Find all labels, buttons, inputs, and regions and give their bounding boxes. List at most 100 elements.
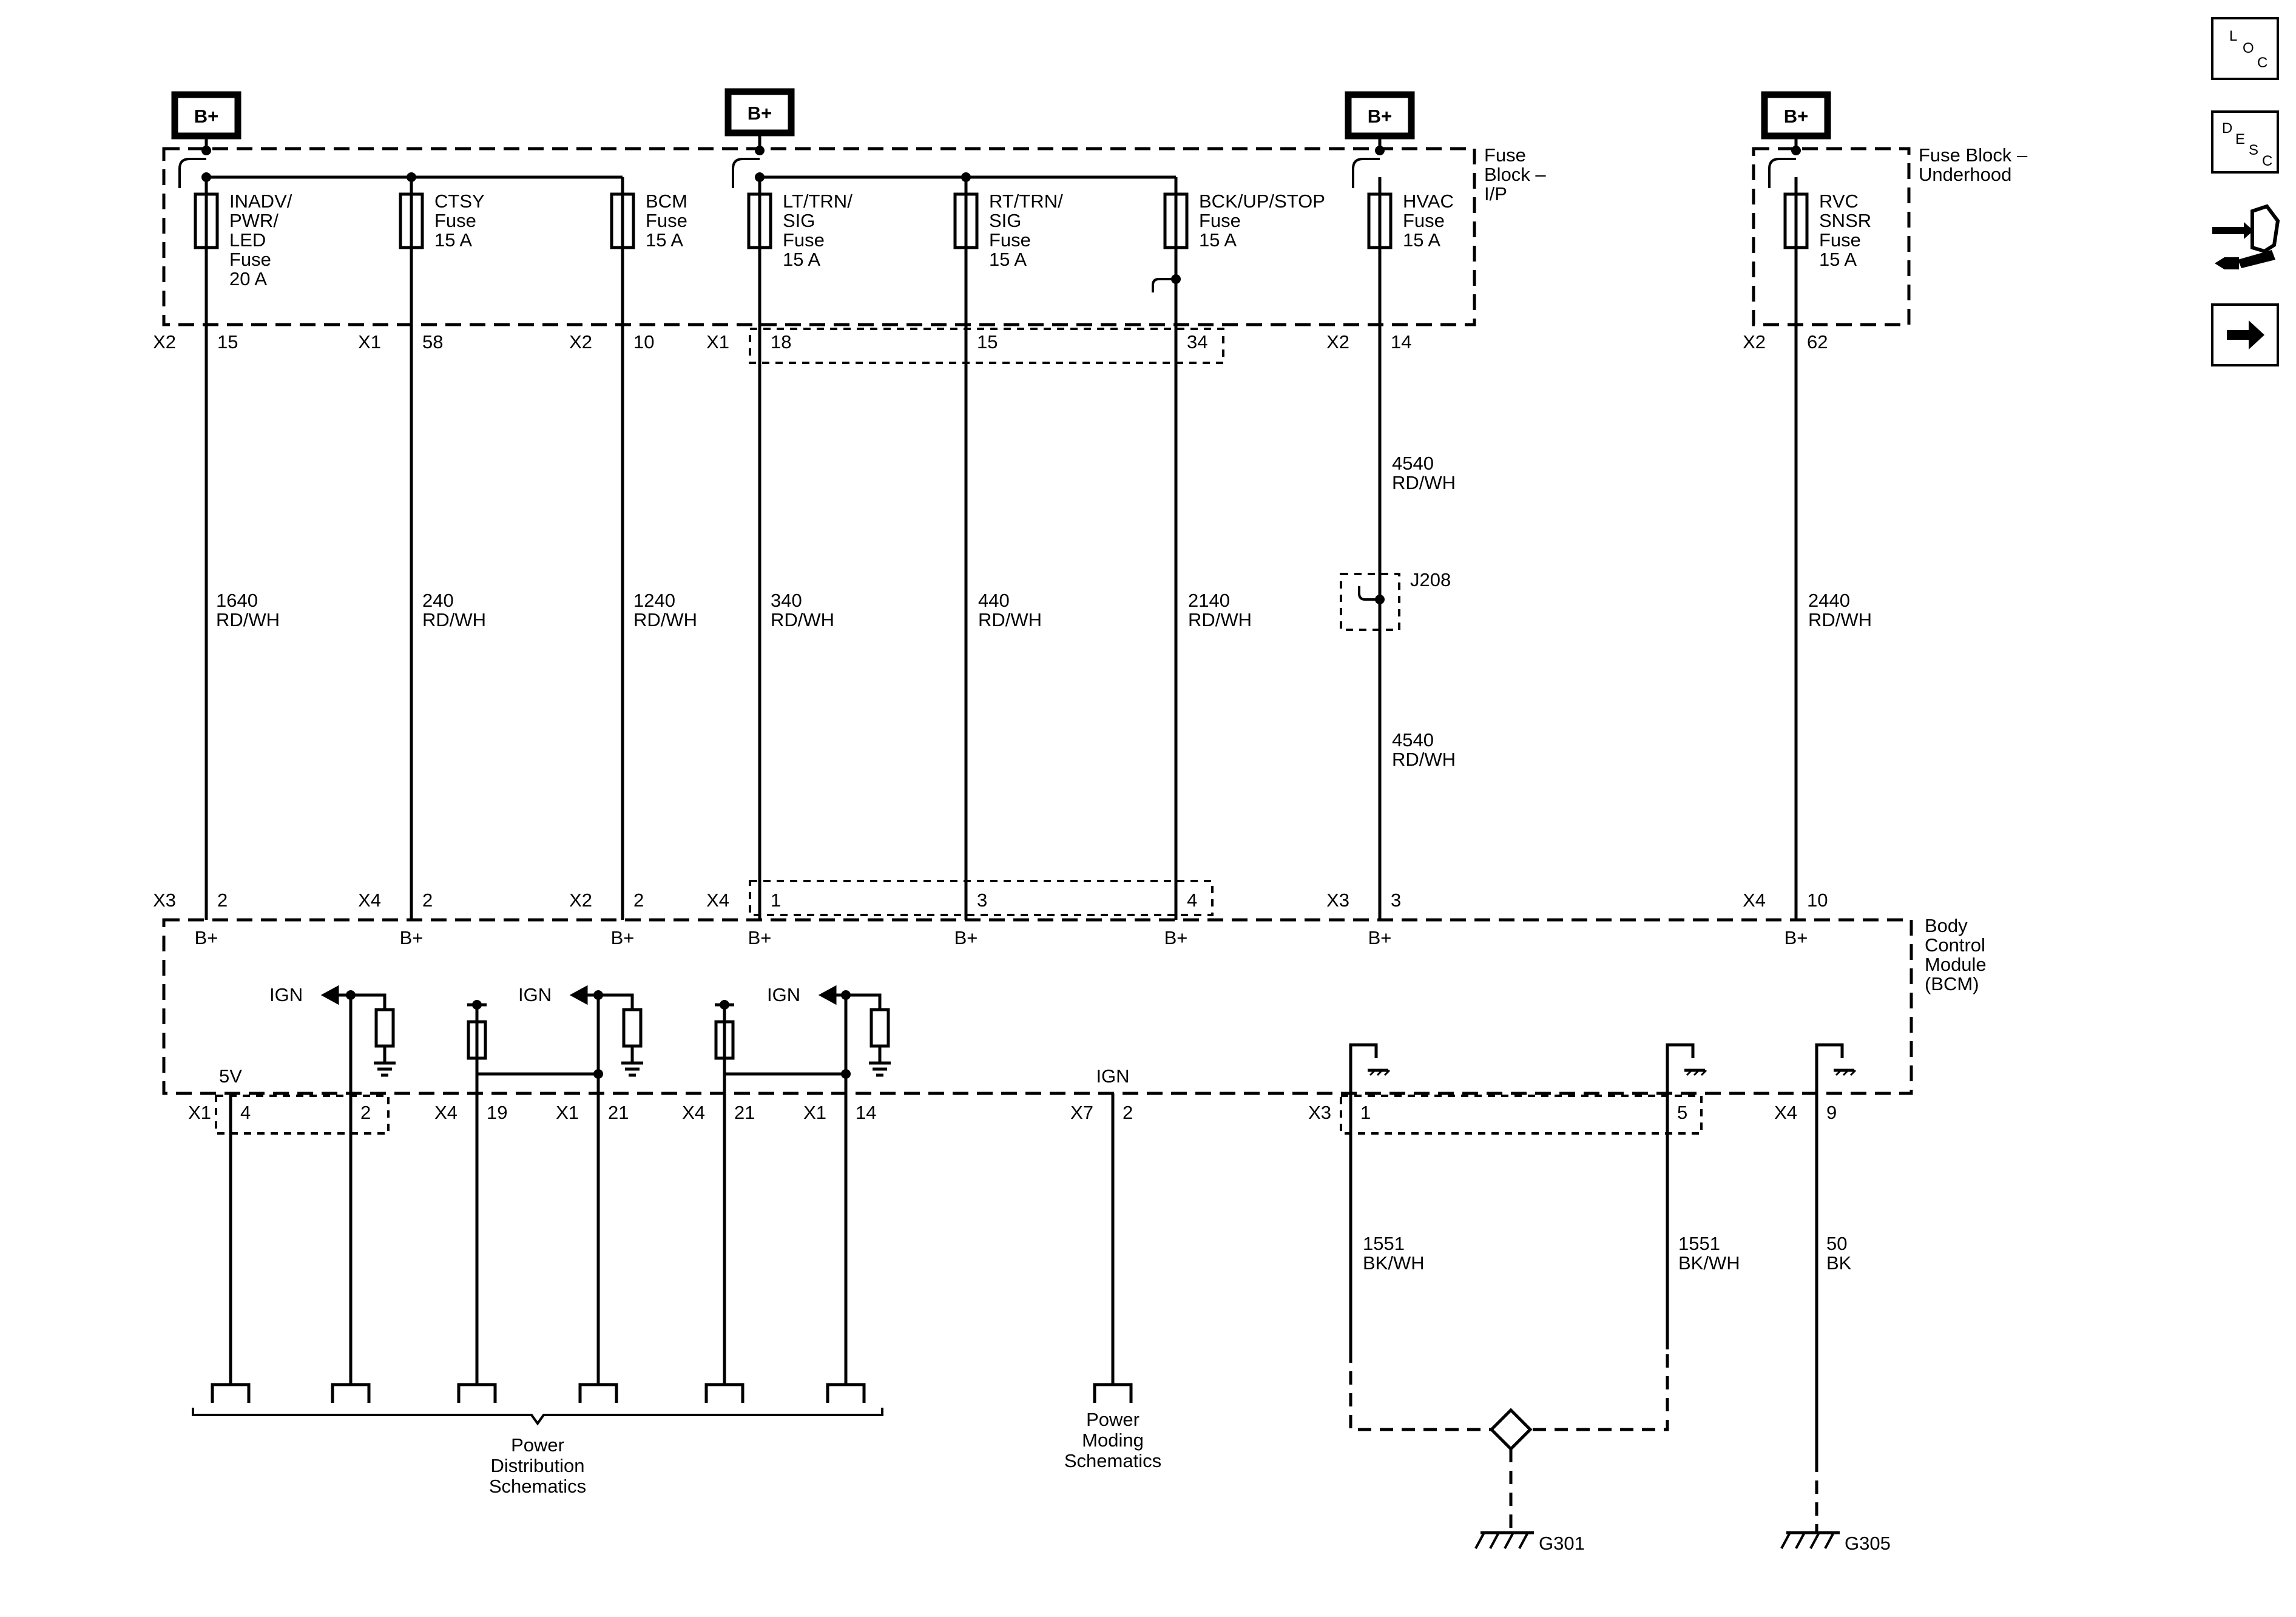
fuse-block-underhood	[1752, 147, 1911, 326]
splice-label: J208	[1410, 569, 1451, 590]
fuse-label: BCK/UP/STOP	[1199, 191, 1325, 212]
connector-group	[1340, 1095, 1703, 1135]
resistor-symbol	[622, 1008, 643, 1048]
fuse-label: RT/TRN/	[989, 191, 1063, 212]
ground-symbol-stroke	[1780, 1532, 1791, 1549]
next-button[interactable]	[2211, 303, 2279, 366]
bcm-output-connector: X4	[434, 1102, 458, 1123]
fuse-pin-label: 15	[977, 331, 998, 353]
fuse-label: SIG	[783, 210, 815, 231]
fuse-label: 15 A	[1199, 229, 1237, 251]
fuse-label: 15 A	[434, 229, 472, 251]
ground-symbol-stroke	[1824, 1532, 1835, 1549]
chassis-ground-stroke	[1842, 1069, 1849, 1076]
wire-color-label: RD/WH	[216, 609, 280, 630]
internal-ground-wire	[1666, 1043, 1695, 1093]
bcm-junction	[593, 1069, 603, 1079]
terminal-hook	[1352, 158, 1380, 188]
ground-symbol-stroke	[1504, 1532, 1514, 1549]
bcm-output-pin: 21	[734, 1102, 755, 1123]
connector-tools-icon	[2212, 204, 2280, 269]
terminal-hook	[732, 158, 760, 188]
bcm-output-pin: 9	[1826, 1102, 1837, 1123]
wire-circuit-label: 1240	[633, 590, 675, 611]
fuse-label: INADV/	[229, 191, 292, 212]
ground-symbol-stroke	[1489, 1532, 1500, 1549]
bcm-junction	[472, 1000, 482, 1010]
bcm-output-connector: X1	[803, 1102, 826, 1123]
power-source-label: B+	[1784, 106, 1809, 127]
fuse-label: Fuse	[646, 210, 687, 231]
terminal-hook	[1152, 278, 1176, 292]
fuse-connector-label: X1	[706, 331, 729, 353]
ground-wire-color: BK	[1826, 1252, 1852, 1274]
ign-label: IGN	[269, 984, 303, 1005]
bcm-output-connector: X1	[188, 1102, 211, 1123]
location-icon: L O C	[2229, 28, 2268, 71]
fuse-block-ip-label: Block –	[1484, 164, 1546, 185]
bcm-input-pin: 2	[633, 890, 644, 911]
fuse-label: RVC	[1819, 191, 1859, 212]
wire-color-label: RD/WH	[978, 609, 1042, 630]
fuse-block-underhood-label: Underhood	[1919, 164, 2011, 185]
bcm-output-connector: X3	[1308, 1102, 1331, 1123]
fuse-pin-label: 62	[1807, 331, 1828, 353]
bus-junction	[1791, 146, 1801, 155]
ground-label: G301	[1539, 1533, 1585, 1554]
fuse-label: CTSY	[434, 191, 485, 212]
bcm-input-signal: B+	[1164, 927, 1188, 948]
power-moding-reference: Schematics	[1064, 1450, 1161, 1471]
reference-connector	[578, 1383, 618, 1403]
fuse-label: PWR/	[229, 210, 279, 231]
description-button[interactable]: D E S C	[2211, 110, 2279, 174]
ign-label: IGN	[518, 984, 552, 1005]
wire-circuit-label: 2140	[1188, 590, 1230, 611]
ground-splice-wire	[1349, 1349, 1669, 1431]
ground-wire-circuit: 1551	[1678, 1233, 1720, 1254]
fuse-connector-label: X2	[1326, 331, 1349, 353]
bcm-input-signal: B+	[400, 927, 424, 948]
connector-group	[215, 1095, 390, 1135]
fuse-pin-label: 18	[771, 331, 791, 353]
bcm-output-connector: X7	[1070, 1102, 1093, 1123]
internal-ground-wire	[1349, 1043, 1378, 1093]
bcm-output-connector: X4	[1774, 1102, 1797, 1123]
ign-arrow-head	[320, 985, 339, 1005]
splice-box	[1340, 573, 1400, 631]
bcm-label: Body	[1925, 915, 1968, 936]
fuse-block-ip	[162, 147, 1476, 326]
wire-color-label: RD/WH	[1188, 609, 1252, 630]
bcm-input-connector: X4	[1743, 890, 1766, 911]
bcm-output-pin: 5	[1677, 1102, 1687, 1123]
fuse-label: 15 A	[989, 249, 1027, 270]
wire-circuit-label: 4540	[1392, 729, 1434, 751]
bcm-input-connector: X4	[358, 890, 381, 911]
wire-color-label: RD/WH	[633, 609, 697, 630]
fuse-label: SNSR	[1819, 210, 1871, 231]
chassis-ground-stroke	[1693, 1069, 1700, 1076]
ground-wire-color: BK/WH	[1363, 1252, 1425, 1274]
chassis-ground-stroke	[1376, 1069, 1383, 1076]
ground-label: G305	[1845, 1533, 1891, 1554]
bcm-input-connector: X2	[569, 890, 592, 911]
bcm-input-signal: B+	[954, 927, 978, 948]
power-moding-reference: Power	[1086, 1409, 1140, 1430]
bcm-input-pin: 1	[771, 890, 781, 911]
location-button[interactable]: L O C	[2211, 17, 2279, 80]
resistor-symbol	[869, 1008, 890, 1048]
connector-tools-button[interactable]	[2209, 200, 2281, 279]
bcm-input-pin: 3	[1391, 890, 1401, 911]
reference-connector	[1093, 1383, 1133, 1403]
wire-circuit-label: 4540	[1392, 453, 1434, 474]
ground-symbol-stroke	[1474, 1532, 1485, 1549]
resistor-symbol	[374, 1008, 395, 1048]
fuse-label: 15 A	[1403, 229, 1440, 251]
reference-connector	[331, 1383, 371, 1403]
chassis-ground-stroke	[1849, 1069, 1857, 1076]
ign-arrow-head	[569, 985, 588, 1005]
power-distribution-reference: Schematics	[489, 1476, 586, 1497]
fuse-label: LED	[229, 229, 266, 251]
splice-hook	[1358, 586, 1380, 601]
bcm-output-pin: 2	[1123, 1102, 1133, 1123]
fuse-label: Fuse	[1819, 229, 1861, 251]
